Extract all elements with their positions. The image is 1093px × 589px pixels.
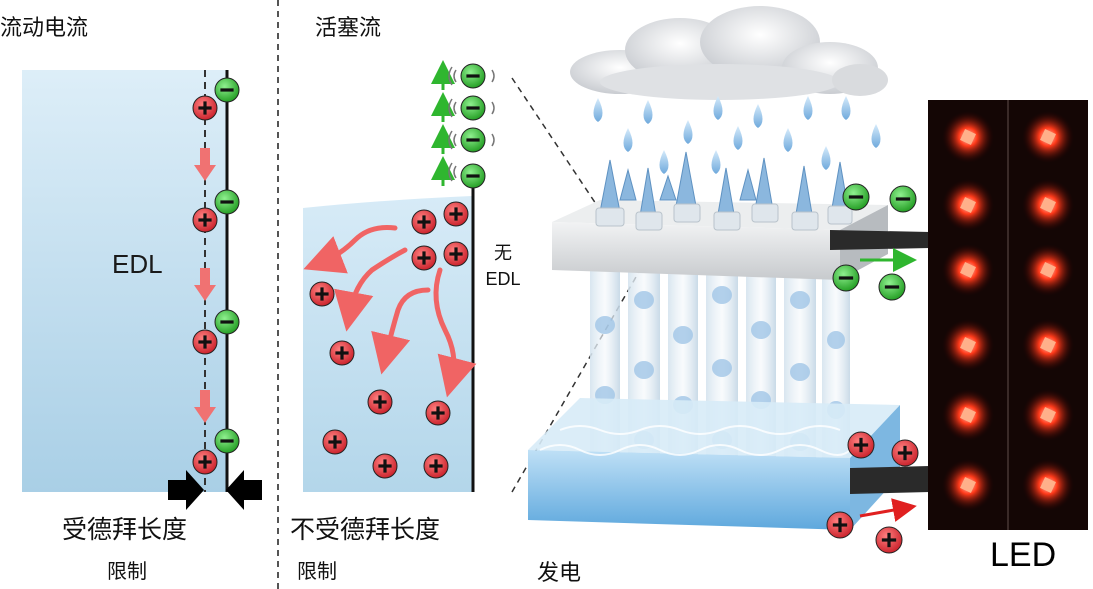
ions-layer — [192, 63, 919, 554]
positive-ion — [411, 209, 437, 235]
negative-ion — [214, 77, 240, 103]
negative-ion — [214, 309, 240, 335]
led-glow — [942, 319, 994, 371]
no-edl-line1: 无 — [494, 243, 512, 263]
water-tank — [528, 398, 900, 530]
negative-ion — [214, 428, 240, 454]
positive-ion — [367, 389, 393, 415]
led-glow — [1022, 111, 1074, 163]
plug-flow-title: 活塞流 — [315, 16, 382, 41]
positive-ion — [443, 241, 469, 267]
plug-caption-line1: 不受德拜长度 — [290, 515, 441, 544]
vibration-marks — [448, 66, 495, 182]
negative-ion — [460, 63, 486, 89]
no-edl-label: 无 EDL — [482, 240, 524, 292]
negative-ion — [832, 264, 860, 292]
positive-ion — [329, 340, 355, 366]
positive-ion — [322, 429, 348, 455]
positive-ion — [875, 526, 903, 554]
positive-ion — [443, 201, 469, 227]
positive-ion — [423, 453, 449, 479]
negative-ion — [460, 127, 486, 153]
streaming-panel — [22, 70, 262, 510]
led-photo-panel — [928, 100, 1088, 530]
debye-compress-arrow-right — [226, 470, 262, 510]
led-glow — [1022, 459, 1074, 511]
rain-cloud — [570, 6, 888, 100]
edl-flow-arrows — [194, 148, 216, 423]
negative-ion — [214, 189, 240, 215]
positive-ion — [192, 95, 218, 121]
negative-ion — [460, 95, 486, 121]
positive-ion — [826, 511, 854, 539]
streaming-current-title: 流动电流 — [0, 16, 89, 41]
led-glow — [942, 389, 994, 441]
led-glow — [1022, 179, 1074, 231]
positive-ion — [425, 400, 451, 426]
positive-ion — [192, 207, 218, 233]
led-glow — [942, 459, 994, 511]
led-glow — [942, 111, 994, 163]
positive-ion — [192, 329, 218, 355]
edl-label: EDL — [112, 249, 163, 279]
generation-caption: 发电 — [537, 561, 582, 586]
led-glow — [942, 179, 994, 231]
negative-ion — [842, 183, 870, 211]
bottom-electrode-wire — [850, 466, 930, 494]
positive-ion — [891, 439, 919, 467]
led-glow — [1022, 319, 1074, 371]
plug-flow-arrows — [303, 225, 477, 398]
led-glow — [942, 244, 994, 296]
streaming-fluid — [22, 70, 227, 492]
streaming-caption-line1: 受德拜长度 — [62, 515, 188, 544]
top-electrode-wire — [830, 230, 930, 250]
negative-ion — [878, 273, 906, 301]
streaming-caption-line2: 限制 — [107, 559, 147, 583]
rain-drops — [593, 96, 881, 174]
led-label: LED — [990, 536, 1057, 574]
plug-caption-line2: 限制 — [297, 559, 337, 583]
no-edl-line2: EDL — [485, 269, 521, 289]
debye-compress-arrow-left — [168, 470, 204, 510]
positive-ion — [192, 449, 218, 475]
current-arrow-bottom — [859, 498, 917, 522]
positive-ion — [847, 431, 875, 459]
positive-ion — [411, 245, 437, 271]
negative-ion — [460, 163, 486, 189]
tube-heads — [595, 203, 853, 231]
positive-ion — [309, 281, 335, 307]
led-glow — [1022, 244, 1074, 296]
negative-ion — [889, 185, 917, 213]
generator-device — [511, 6, 930, 530]
positive-ion — [372, 453, 398, 479]
led-glow — [1022, 389, 1074, 441]
